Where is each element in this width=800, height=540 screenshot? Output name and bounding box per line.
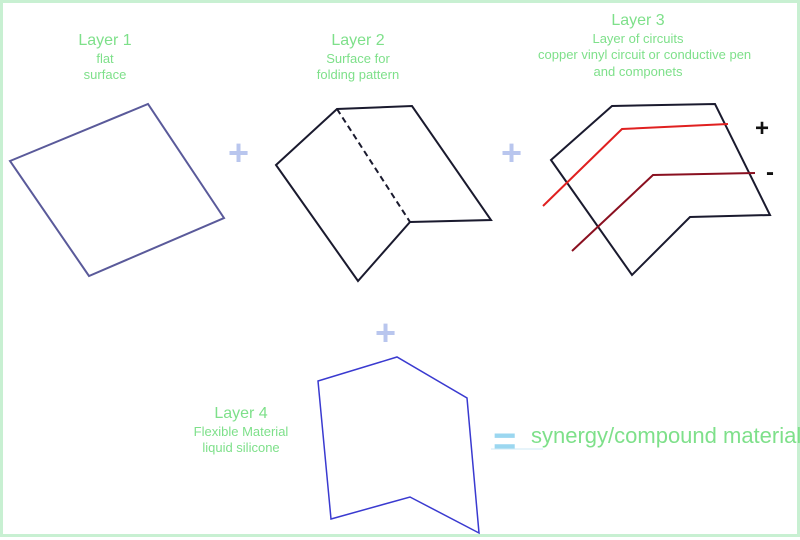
plus-operator-3: + xyxy=(375,312,397,353)
equals-operator: = xyxy=(493,419,517,463)
layer4-label: Layer 4 Flexible Material liquid silicon… xyxy=(181,404,301,457)
layer3-label: Layer 3 Layer of circuits copper vinyl c… xyxy=(538,11,752,80)
layer3-line-1: Layer of circuits xyxy=(592,31,684,46)
layer3-negative-trace xyxy=(571,172,756,252)
layer2-folded-sheet xyxy=(274,104,493,283)
layer2-line-2: folding pattern xyxy=(316,67,400,83)
layer4-title: Layer 4 xyxy=(214,405,268,422)
layer2-title: Layer 2 xyxy=(331,32,385,49)
layer4-line-1: Flexible Material xyxy=(193,424,289,439)
plus-operator-2: + xyxy=(501,132,523,173)
layer1-line-2: surface xyxy=(83,67,127,83)
layer1-flat-sheet xyxy=(8,102,226,278)
layer4-flexible-sheet xyxy=(317,356,480,535)
positive-sign: + xyxy=(755,115,770,142)
layer4-line-2: liquid silicone xyxy=(202,440,280,456)
diagram-shapes xyxy=(8,102,772,535)
layer2-label: Layer 2 Surface for folding pattern xyxy=(303,31,413,84)
layer1-line-1: flat xyxy=(96,51,114,66)
layer2-line-1: Surface for xyxy=(326,51,390,66)
layer2-fold-line xyxy=(336,108,411,223)
layer3-line-2: copper vinyl circuit or conductive pen xyxy=(538,47,752,63)
layer1-title: Layer 1 xyxy=(78,32,132,49)
layer3-positive-trace xyxy=(542,123,729,207)
layer3-circuit-sheet xyxy=(549,102,772,277)
layer3-line-3: and componets xyxy=(593,63,683,79)
result-text: synergy/compound material xyxy=(531,423,800,448)
layer3-title: Layer 3 xyxy=(611,12,665,29)
plus-operator-1: + xyxy=(228,132,250,173)
negative-sign: - xyxy=(766,159,774,186)
layer1-label: Layer 1 flat surface xyxy=(65,31,145,84)
